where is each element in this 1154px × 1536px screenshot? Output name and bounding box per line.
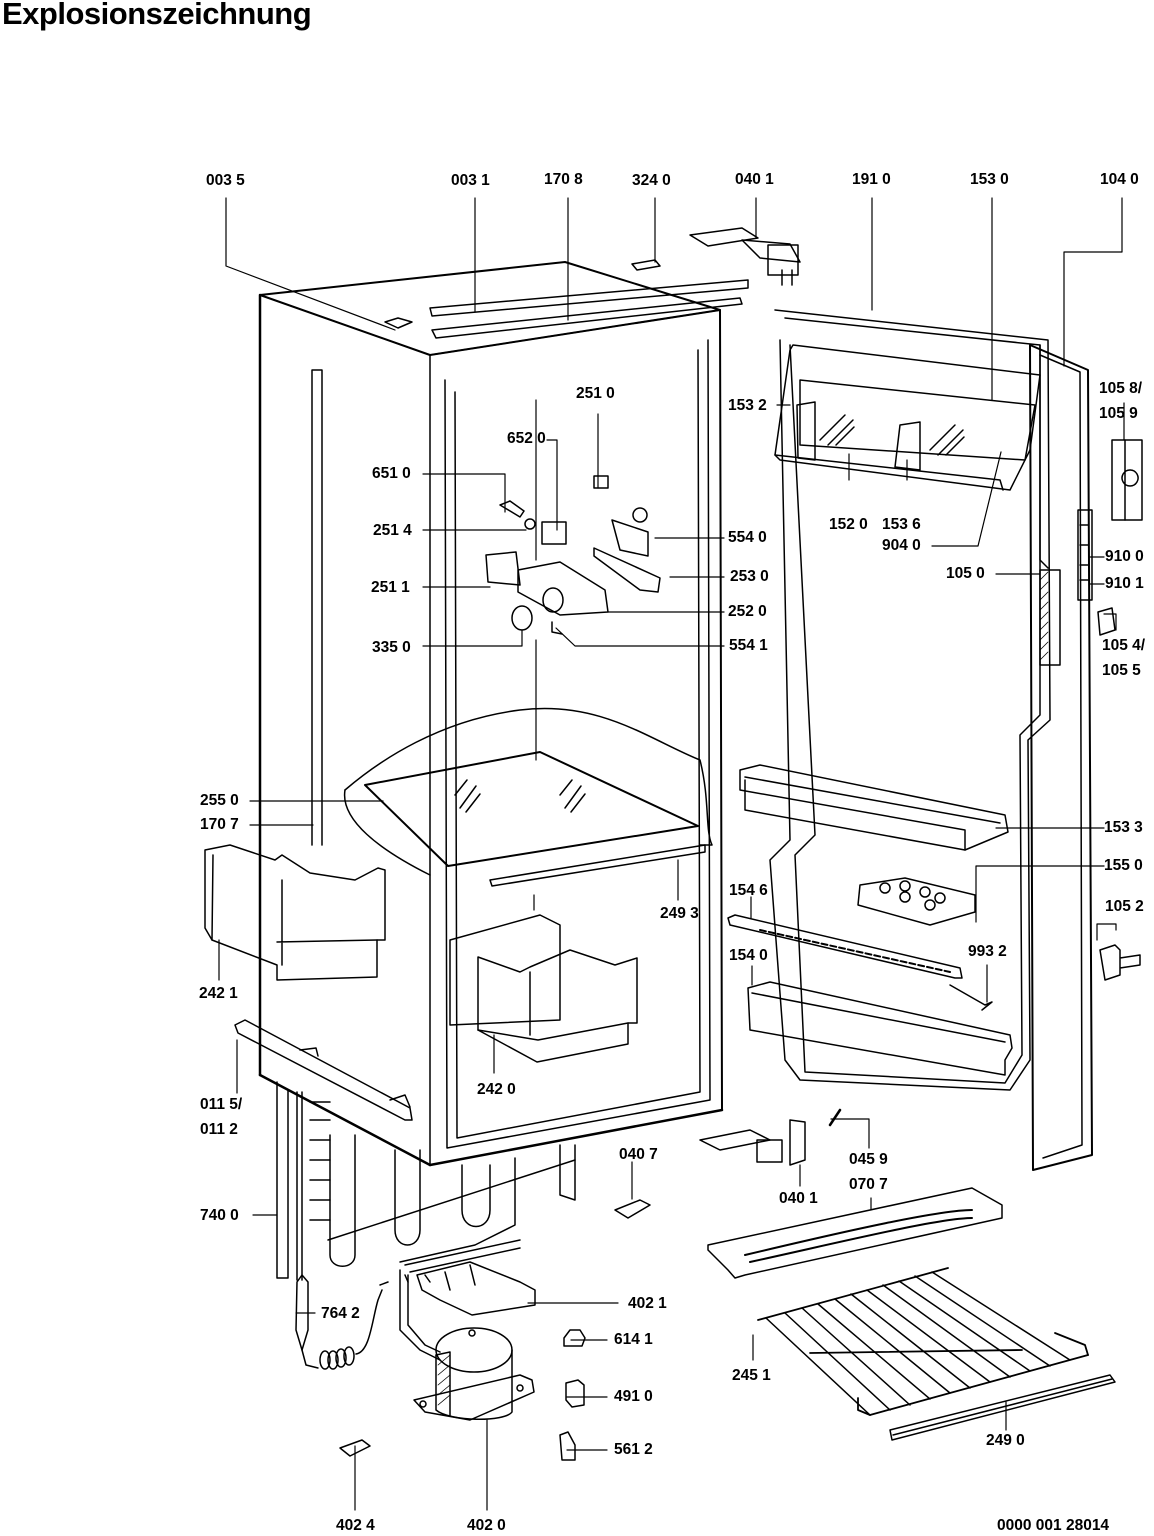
kick-plate	[707, 1187, 1003, 1279]
part-label: 045 9 070 7	[849, 1151, 888, 1193]
part-label: 251 0	[576, 385, 615, 402]
door-shelf-middle	[739, 764, 1009, 851]
small-electrical-parts	[339, 1199, 651, 1461]
bottom-hinge	[699, 1108, 842, 1166]
part-label: 740 0	[200, 1207, 239, 1224]
drawer-bottom	[449, 914, 638, 1063]
part-label: 191 0	[852, 171, 891, 188]
part-label: 153 6	[882, 516, 921, 533]
part-label: 251 1	[371, 579, 410, 596]
page-title: Explosionszeichnung	[2, 0, 312, 31]
part-label: 040 1	[735, 171, 774, 188]
part-label: 652 0	[507, 430, 546, 447]
door	[769, 309, 1093, 1171]
part-label: 242 0	[477, 1081, 516, 1098]
leader-lines	[218, 197, 1125, 1511]
wire-shelf	[757, 1267, 1089, 1416]
part-label: 040 7	[619, 1146, 658, 1163]
part-label: 910 1	[1105, 575, 1144, 592]
part-label: 252 0	[728, 603, 767, 620]
part-label: 154 6	[729, 882, 768, 899]
part-label: 245 1	[732, 1367, 771, 1384]
glass-shelf	[343, 707, 713, 887]
part-label: 251 4	[373, 522, 412, 539]
top-hinge	[689, 227, 801, 286]
part-label: 561 2	[614, 1441, 653, 1458]
bottle-rail	[727, 914, 963, 979]
part-label: 152 0	[829, 516, 868, 533]
part-label: 153 0	[970, 171, 1009, 188]
drawer-left	[204, 844, 386, 981]
egg-tray	[857, 877, 976, 926]
part-label: 153 3	[1104, 819, 1143, 836]
part-label: 491 0	[614, 1388, 653, 1405]
part-label: 335 0	[372, 639, 411, 656]
part-label: 170 8	[544, 171, 583, 188]
hinge-parts-right	[1077, 439, 1143, 981]
part-label: 253 0	[730, 568, 769, 585]
document-number: 0000 001 28014	[997, 1517, 1110, 1534]
filter-drier	[295, 1274, 389, 1370]
part-label: 651 0	[372, 465, 411, 482]
part-label: 324 0	[632, 172, 671, 189]
part-label: 249 0	[986, 1432, 1025, 1449]
part-label: 614 1	[614, 1331, 653, 1348]
part-label: 105 4/ 105 5	[1102, 637, 1146, 679]
part-label: 105 8/ 105 9	[1099, 380, 1143, 422]
part-label: 764 2	[321, 1305, 360, 1322]
part-label: 249 3	[660, 905, 699, 922]
part-label: 904 0	[882, 537, 921, 554]
part-label: 554 1	[729, 637, 768, 654]
part-label: 255 0	[200, 792, 239, 809]
condenser	[276, 1081, 576, 1281]
part-label: 154 0	[729, 947, 768, 964]
part-label: 105 2	[1105, 898, 1144, 915]
part-label: 011 5/ 011 2	[200, 1096, 243, 1138]
part-label: 993 2	[968, 943, 1007, 960]
part-label: 105 0	[946, 565, 985, 582]
part-label: 910 0	[1105, 548, 1144, 565]
compressor	[399, 1239, 536, 1421]
rail-249-0	[889, 1374, 1116, 1441]
part-label: 003 5	[206, 172, 245, 189]
part-label: 040 1	[779, 1190, 818, 1207]
control-assembly	[485, 475, 661, 635]
door-upper-bin	[774, 344, 1041, 491]
part-label: 003 1	[451, 172, 490, 189]
bottom-front-bar	[234, 1019, 413, 1121]
part-label: 170 7	[200, 816, 239, 833]
part-label: 104 0	[1100, 171, 1139, 188]
part-label: 242 1	[199, 985, 238, 1002]
part-label: 402 1	[628, 1295, 667, 1312]
door-bottom-bin	[747, 981, 1013, 1076]
part-label: 554 0	[728, 529, 767, 546]
part-label: 153 2	[728, 397, 767, 414]
part-label: 402 4	[336, 1517, 375, 1534]
part-label: 155 0	[1104, 857, 1143, 874]
part-label: 402 0	[467, 1517, 506, 1534]
